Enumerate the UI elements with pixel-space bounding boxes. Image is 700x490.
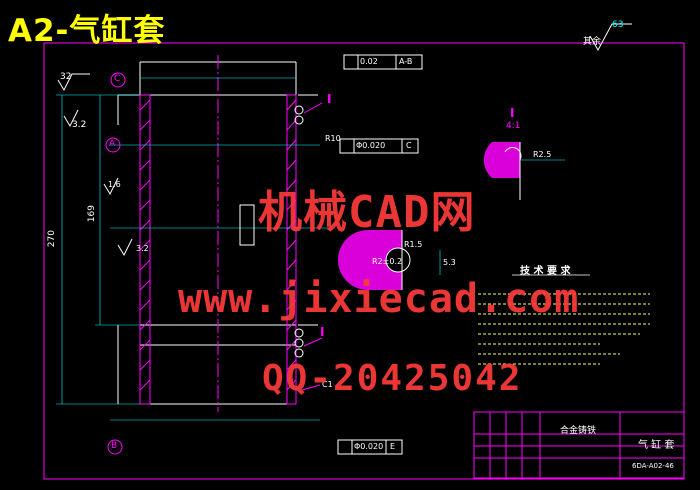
tolerance-frames (239, 54, 423, 455)
roughness-small2: 3.2 (136, 244, 149, 253)
title-block-drawing-no: 6DA-A02-46 (632, 462, 674, 470)
detail-i-label: I (510, 106, 515, 120)
watermark-line2: www.jixiecad.com (178, 276, 580, 322)
datum-a-label: A (109, 139, 116, 149)
dim-53: 5.3 (443, 258, 456, 267)
tol1-ref: A-B (399, 57, 413, 66)
datum-markers (105, 72, 126, 455)
tech-requirements-title: 技 术 要 求 (520, 266, 571, 277)
title-block-part-name: 气 缸 套 (638, 440, 675, 451)
tol2-value: Φ0.020 (356, 141, 386, 150)
detail-view-i (483, 142, 565, 200)
tol3-value: Φ0.020 (354, 442, 384, 451)
tol1-value: 0.02 (360, 57, 378, 66)
roughness-general-value: 63 (612, 20, 624, 30)
ring-grooves (294, 105, 304, 358)
roughness-mid: 3.2 (72, 120, 87, 130)
dim-r22: R2±0.2 (372, 257, 403, 266)
dim-c1: C1 (322, 380, 333, 389)
sheet-border (43, 42, 685, 480)
dim-r25: R2.5 (533, 150, 552, 159)
tech-requirements (478, 274, 650, 365)
roughness-top-left: 32 (60, 72, 72, 82)
leader-lines (301, 102, 323, 391)
dim-r10: R10 (325, 134, 341, 143)
roughness-symbols (57, 23, 632, 257)
section-view-groove (338, 230, 441, 290)
watermark-line3: QQ-20425042 (262, 358, 523, 399)
wall-hatching (139, 94, 297, 405)
title-block-material: 合金铸铁 (560, 426, 597, 436)
drawing-title: A2-气缸套 (8, 13, 166, 49)
section-callout-bottom: I (320, 325, 325, 339)
dim-r15: R1.5 (404, 240, 423, 249)
tol2-ref: C (406, 141, 412, 150)
dim-inner-length: 169 (87, 205, 97, 223)
detail-scale-label: 4:1 (506, 121, 521, 131)
tol3-ref: E (390, 442, 396, 451)
left-dimensions (56, 94, 140, 405)
section-callout-top: I (327, 92, 332, 106)
datum-b-label: B (111, 441, 118, 451)
dim-total-length: 270 (47, 230, 57, 248)
watermark-line1: 机械CAD网 (258, 187, 476, 238)
roughness-small1: 1.6 (108, 180, 121, 189)
roughness-other-label: 其余 (583, 37, 602, 47)
datum-c-label: C (114, 74, 121, 84)
title-block (473, 411, 685, 479)
